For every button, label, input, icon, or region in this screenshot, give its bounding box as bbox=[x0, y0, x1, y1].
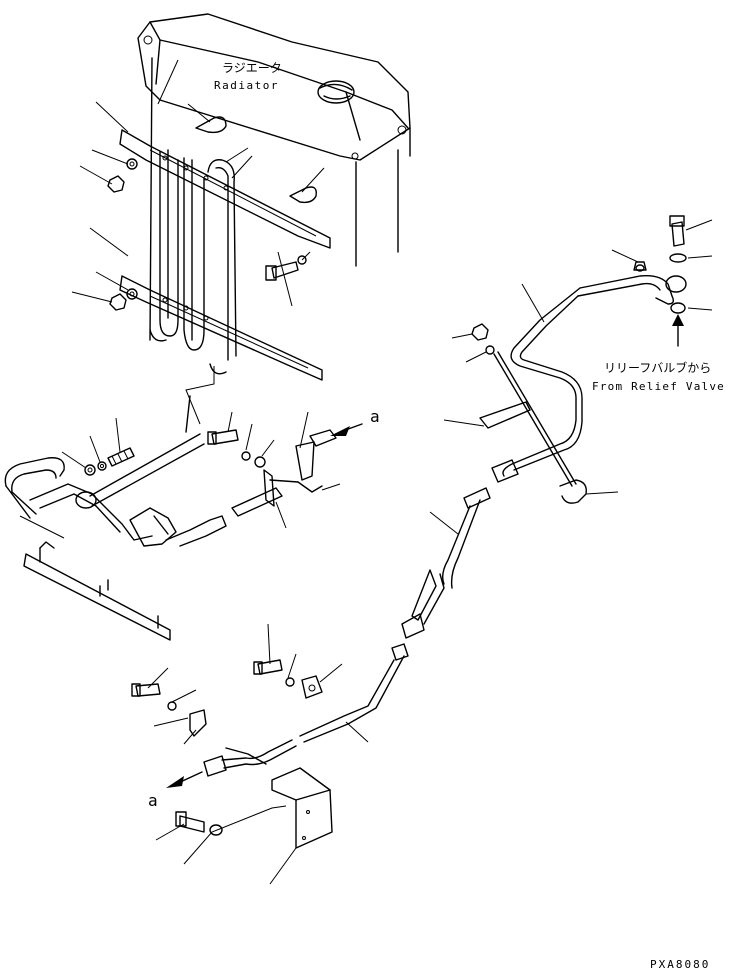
radiator-label-en: Radiator bbox=[214, 79, 279, 92]
left-pipe-assembly bbox=[4, 395, 227, 641]
radiator-label-jp: ラジエータ bbox=[222, 61, 282, 75]
callout-a-bottom-label: a bbox=[148, 791, 158, 810]
callout-a-top-label: a bbox=[370, 407, 380, 426]
radiator bbox=[119, 13, 411, 381]
leader-lines-lower bbox=[147, 623, 369, 885]
lower-piping bbox=[131, 643, 409, 849]
relief-label-en: From Relief Valve bbox=[592, 380, 725, 393]
radiator-hardware bbox=[107, 158, 307, 311]
leader-lines-upper-left bbox=[71, 59, 325, 425]
relief-label-jp: リリーフバルブから bbox=[604, 360, 711, 375]
center-hardware bbox=[207, 411, 341, 529]
relief-valve-arrow bbox=[672, 314, 684, 347]
bracket-holes bbox=[162, 155, 229, 321]
drawing-code: PXA8080 bbox=[650, 958, 710, 971]
left-hardware bbox=[19, 417, 135, 539]
callout-a-top bbox=[330, 423, 363, 436]
relief-valve-piping bbox=[401, 215, 687, 639]
leader-lines-right bbox=[429, 219, 713, 535]
callout-a-bottom bbox=[166, 771, 203, 788]
